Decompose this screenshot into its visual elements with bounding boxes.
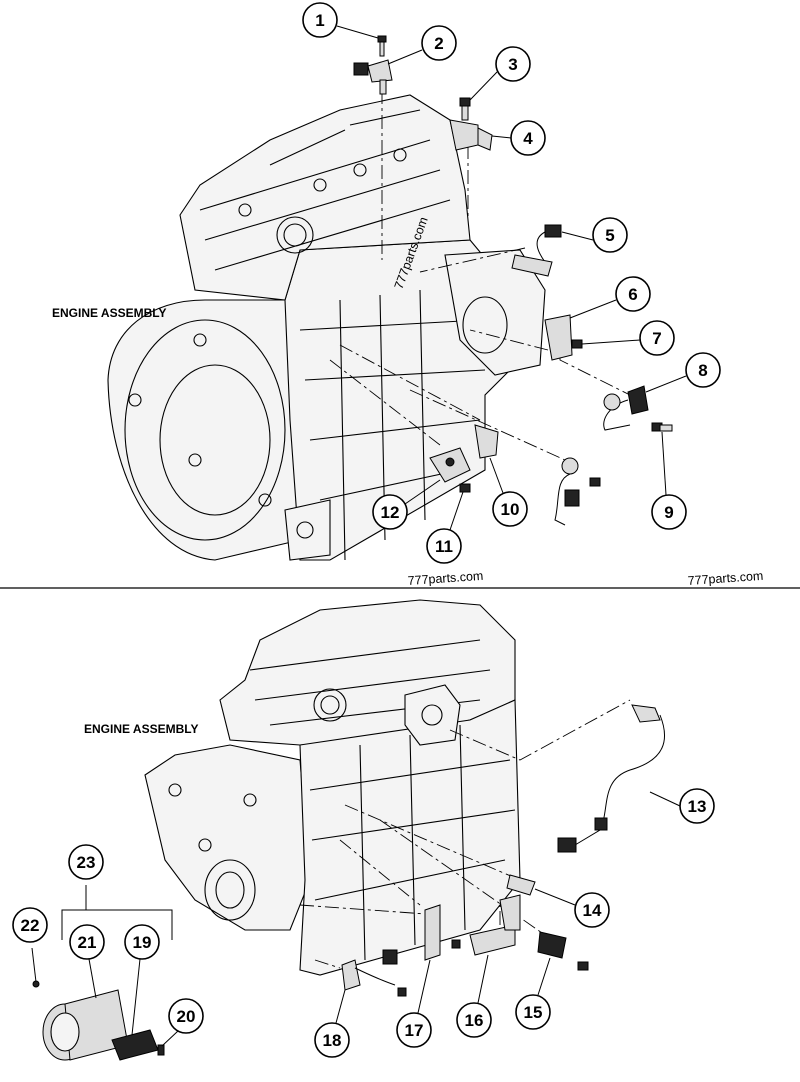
bottom-callouts: 13 14 15 16 17 18 19 20 21 22 23 [12, 788, 715, 1058]
callout-17: 17 [396, 959, 432, 1048]
part-9-bolt [651, 422, 673, 432]
callout-2: 2 [387, 25, 457, 65]
svg-text:17: 17 [405, 1021, 424, 1040]
svg-text:23: 23 [77, 853, 96, 872]
watermark-1: 777parts.com [407, 569, 484, 588]
svg-text:8: 8 [698, 361, 707, 380]
callout-16: 16 [456, 954, 492, 1038]
callout-12: 12 [372, 479, 441, 530]
top-parts [353, 35, 673, 526]
top-dashed-leaders [329, 90, 631, 461]
svg-text:11: 11 [435, 537, 453, 556]
part-7-bolt [571, 339, 583, 349]
callout-9: 9 [651, 431, 687, 530]
part-11-bolt [459, 483, 471, 493]
part-knock-sensor [554, 457, 601, 526]
svg-text:19: 19 [133, 933, 152, 952]
part-17-bracket [424, 904, 461, 961]
bottom-engine-drawing [144, 599, 521, 976]
part-16-bracket [469, 894, 521, 956]
bottom-assembly-label: ENGINE ASSEMBLY [84, 722, 198, 736]
callout-18: 18 [314, 989, 350, 1058]
svg-text:9: 9 [664, 503, 673, 522]
svg-text:2: 2 [434, 34, 443, 53]
top-assembly-label: ENGINE ASSEMBLY [52, 306, 166, 320]
callout-23: 23 [68, 844, 104, 880]
callout-3: 3 [469, 46, 531, 101]
svg-text:10: 10 [501, 500, 520, 519]
svg-text:6: 6 [628, 285, 637, 304]
part-6-bracket [544, 314, 573, 361]
callout-7: 7 [581, 320, 675, 356]
callout-21: 21 [69, 924, 105, 999]
group-bracket-23 [61, 885, 173, 940]
bottom-parts [31, 704, 666, 1061]
callout-6: 6 [569, 276, 651, 319]
part-1-bolt [377, 35, 387, 57]
top-engine-drawing [107, 94, 546, 561]
watermark-2: 777parts.com [687, 569, 764, 588]
callout-1: 1 [302, 2, 379, 39]
svg-text:20: 20 [177, 1007, 196, 1026]
svg-text:22: 22 [21, 916, 40, 935]
svg-text:3: 3 [508, 55, 517, 74]
part-14-sensor [506, 874, 536, 896]
svg-text:21: 21 [78, 933, 97, 952]
part-10-bracket [474, 424, 499, 459]
svg-text:16: 16 [465, 1011, 484, 1030]
svg-text:18: 18 [323, 1031, 342, 1050]
part-12-sensor [429, 447, 471, 483]
part-15-sensor [537, 931, 589, 971]
svg-text:5: 5 [605, 226, 614, 245]
part-22-pin [31, 947, 40, 988]
callout-14: 14 [534, 888, 610, 928]
svg-text:15: 15 [524, 1003, 543, 1022]
svg-text:1: 1 [315, 11, 324, 30]
part-18-sensor [341, 949, 407, 997]
part-21-housing [42, 989, 129, 1061]
part-3-bolt [459, 97, 471, 121]
part-13-sensor [557, 704, 666, 853]
svg-text:14: 14 [583, 901, 602, 920]
callout-20: 20 [161, 998, 204, 1047]
callout-11: 11 [426, 491, 464, 564]
svg-text:4: 4 [523, 129, 533, 148]
callout-22: 22 [12, 907, 48, 943]
svg-text:13: 13 [688, 797, 707, 816]
svg-text:7: 7 [652, 329, 661, 348]
callout-10: 10 [489, 457, 528, 527]
callout-4: 4 [491, 120, 546, 156]
part-8-sensor [603, 385, 649, 431]
part-2-sensor [353, 59, 393, 95]
callout-5: 5 [561, 217, 628, 253]
callout-13: 13 [649, 788, 715, 824]
top-callouts: 1 2 3 4 5 6 7 8 9 10 11 12 [302, 2, 721, 564]
callout-8: 8 [645, 352, 721, 393]
part-20-screw [157, 1044, 165, 1056]
part-5-sensor [511, 224, 562, 277]
svg-text:12: 12 [381, 503, 400, 522]
part-4-bracket [449, 119, 493, 151]
callout-15: 15 [515, 957, 551, 1030]
callout-19: 19 [124, 924, 160, 1036]
